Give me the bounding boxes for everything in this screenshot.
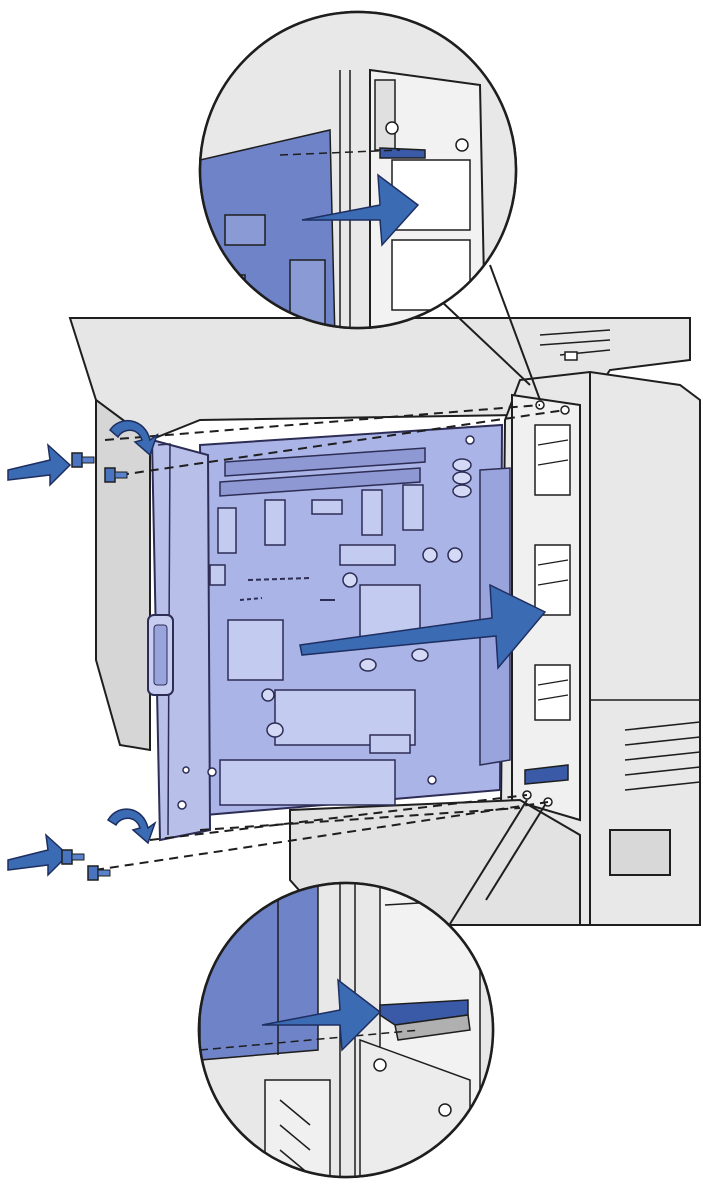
insert-right-arrow-icon [299, 583, 547, 670]
rotate-clockwise-icon [106, 808, 157, 845]
printer-left-side [95, 398, 151, 752]
frame-slots [534, 424, 571, 721]
printer-foot [609, 829, 671, 876]
screw-icon [87, 865, 111, 881]
memory-slot-2 [219, 467, 421, 497]
printer-body [68, 317, 701, 926]
callout-leaders [439, 264, 546, 941]
screw-icon [104, 467, 128, 483]
vent-lines [539, 329, 701, 791]
system-board [147, 423, 511, 842]
inset-board-edge [199, 883, 319, 1061]
screw-icon [61, 849, 85, 865]
top-screws [7, 420, 159, 487]
inset-right-arrow-icon [261, 978, 382, 1052]
top-detail-inset [198, 10, 518, 330]
alignment-lines [94, 404, 566, 871]
right-arrow-icon [7, 443, 72, 487]
bottom-screws [7, 808, 157, 881]
rotate-clockwise-icon [109, 420, 159, 457]
board-chips [209, 484, 424, 806]
screw-icon [71, 452, 95, 468]
latch [524, 764, 569, 785]
right-arrow-icon [7, 833, 70, 877]
board-bracket [150, 438, 212, 842]
inset-right-arrow-icon [301, 173, 420, 247]
memory-slot-1 [224, 447, 426, 477]
capacitors [261, 458, 472, 738]
component-marks [239, 577, 335, 601]
